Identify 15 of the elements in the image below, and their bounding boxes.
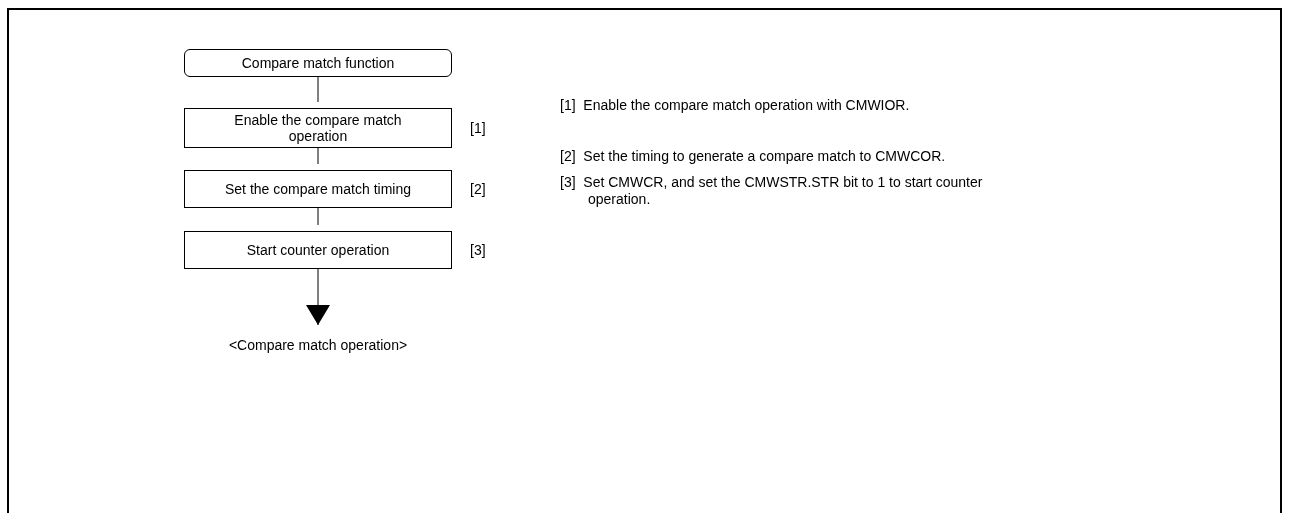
arrow [306, 268, 330, 326]
step-number: [3] [470, 242, 486, 258]
step-note: [2] Set the timing to generate a compare match to CMWCOR. [560, 148, 947, 165]
process-box: Set the compare match timing [184, 170, 452, 208]
start-box: Compare match function [184, 49, 452, 77]
step-number: [1] [470, 120, 486, 136]
step-number: [2] [470, 181, 486, 197]
process-box: Start counter operation [184, 231, 452, 269]
end-label: <Compare match operation> [198, 333, 438, 357]
connector-line [317, 207, 319, 226]
connector-line [317, 147, 319, 165]
step-note: [1] Enable the compare match operation with CMWIOR. [560, 97, 911, 114]
connector-line [317, 76, 319, 103]
step-note: [3] Set CMWCR, and set the CMWSTR.STR bit to 1 to start counter operation. [560, 174, 984, 208]
process-box: Enable the compare match operation [184, 108, 452, 148]
